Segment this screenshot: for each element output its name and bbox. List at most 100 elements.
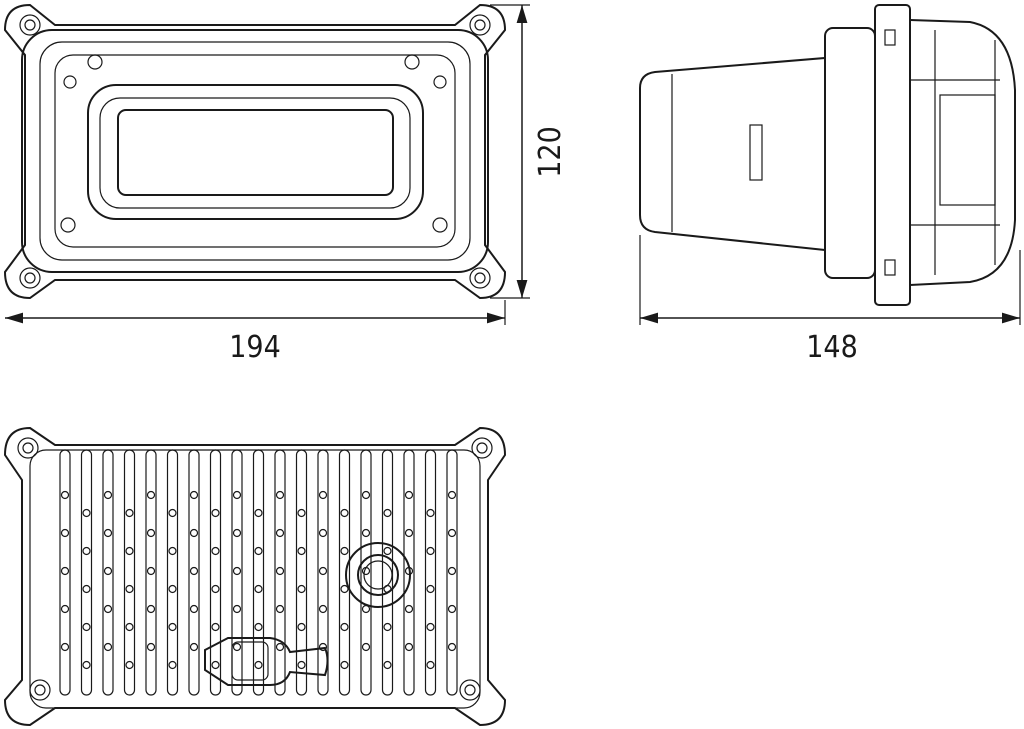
fin — [338, 449, 351, 696]
fin-pin — [340, 622, 349, 632]
fin-pin — [318, 642, 328, 652]
fin — [360, 449, 372, 696]
fin-pin — [275, 566, 285, 576]
fin-pin — [232, 528, 242, 538]
fin-pin — [168, 660, 177, 670]
fin-pin — [275, 642, 285, 652]
fin — [446, 449, 458, 696]
rear-view — [3, 426, 507, 727]
fin-pin — [318, 490, 328, 500]
fin-pin — [254, 584, 263, 594]
fin-pin — [211, 622, 220, 632]
fin-pin — [103, 566, 113, 576]
fin — [59, 449, 71, 696]
fin-pin — [60, 528, 70, 538]
fin-pin — [189, 528, 199, 538]
fin-pin — [168, 546, 177, 556]
fin-pin — [383, 660, 392, 670]
fin-pin — [60, 604, 70, 614]
fin-pin — [146, 490, 156, 500]
fin-pin — [211, 584, 220, 594]
fin-pin — [404, 604, 414, 614]
fin-pin — [318, 604, 328, 614]
fin-pin — [340, 584, 349, 594]
fin-pin — [297, 622, 306, 632]
fin-pin — [146, 528, 156, 538]
fin-pin — [426, 584, 435, 594]
fin — [231, 449, 243, 696]
fin-pin — [297, 584, 306, 594]
fin — [123, 449, 136, 696]
fin-pin — [383, 546, 392, 556]
fin-pin — [361, 490, 371, 500]
fin — [166, 449, 179, 696]
fin — [188, 449, 200, 696]
fin — [102, 449, 114, 696]
fin-pin — [146, 604, 156, 614]
fin-pin — [60, 490, 70, 500]
fin-pin — [211, 660, 220, 670]
fin-pin — [82, 584, 91, 594]
fin-pin — [447, 528, 457, 538]
front-view — [3, 3, 507, 300]
fin-pin — [168, 584, 177, 594]
fin-pin — [447, 566, 457, 576]
fin-pin — [297, 546, 306, 556]
fin — [252, 449, 265, 696]
fin-pin — [361, 528, 371, 538]
fin-pin — [340, 660, 349, 670]
fin-pin — [254, 546, 263, 556]
fin-pin — [103, 528, 113, 538]
fin-pin — [426, 660, 435, 670]
fin-pin — [146, 566, 156, 576]
fin-pin — [125, 584, 134, 594]
fin — [381, 449, 394, 696]
fin-pin — [189, 490, 199, 500]
fin-pin — [254, 622, 263, 632]
fin-pin — [189, 566, 199, 576]
fin-pin — [404, 490, 414, 500]
fin-pin — [426, 508, 435, 518]
fin-pin — [168, 622, 177, 632]
fin-pin — [275, 604, 285, 614]
fin-pin — [340, 508, 349, 518]
fin-pin — [125, 508, 134, 518]
fin-pin — [82, 622, 91, 632]
fin-pin — [404, 642, 414, 652]
fin-pin — [82, 660, 91, 670]
fin-pin — [60, 642, 70, 652]
height-dimension-label: 120 — [533, 126, 568, 178]
fin-pin — [254, 508, 263, 518]
fin — [209, 449, 222, 696]
fin — [424, 449, 437, 696]
fin-pin — [103, 642, 113, 652]
fin — [274, 449, 286, 696]
depth-dimension-label: 148 — [806, 330, 858, 365]
fin-pin — [232, 642, 242, 652]
fin-pin — [82, 546, 91, 556]
fin-pin — [361, 642, 371, 652]
fin-pin — [103, 490, 113, 500]
fin-pin — [168, 508, 177, 518]
side-view — [639, 4, 1016, 306]
fin-pin — [146, 642, 156, 652]
fin-pin — [103, 604, 113, 614]
fin-pin — [275, 528, 285, 538]
fin-pin — [125, 622, 134, 632]
fin-pin — [275, 490, 285, 500]
fin — [295, 449, 308, 696]
fin — [317, 449, 329, 696]
fin — [403, 449, 415, 696]
fin-pin — [447, 642, 457, 652]
fin-pin — [189, 604, 199, 614]
fin — [145, 449, 157, 696]
fin-pin — [426, 546, 435, 556]
fin-pin — [125, 660, 134, 670]
fin-pin — [318, 528, 328, 538]
fin — [80, 449, 93, 696]
fin-pin — [447, 604, 457, 614]
fin-pin — [447, 490, 457, 500]
fin-pin — [254, 660, 263, 670]
fin-pin — [297, 508, 306, 518]
fin-pin — [232, 490, 242, 500]
